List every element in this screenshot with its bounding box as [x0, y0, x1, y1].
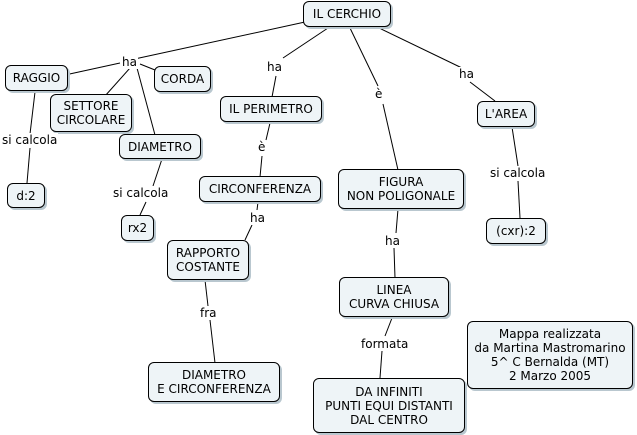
link-si-calcola-raggio: si calcola [1, 133, 59, 147]
link-si-calcola-area: si calcola [489, 166, 547, 180]
credits-box: Mappa realizzata da Martina Mastromarino… [467, 321, 633, 389]
concept-diametro-e-circonferenza[interactable]: DIAMETRO E CIRCONFERENZA [148, 362, 280, 402]
concept-diametro[interactable]: DIAMETRO [119, 134, 201, 159]
concept-figura-non-poligonale[interactable]: FIGURA NON POLIGONALE [338, 169, 464, 209]
link-ha-area: ha [458, 67, 475, 81]
link-ha-perimetro: ha [266, 60, 283, 74]
concept-rapporto-costante[interactable]: RAPPORTO COSTANTE [167, 240, 249, 280]
concept-raggio[interactable]: RAGGIO [5, 65, 68, 91]
link-si-calcola-diametro: si calcola [112, 186, 170, 200]
concept-corda[interactable]: CORDA [154, 66, 211, 92]
concept-circonferenza[interactable]: CIRCONFERENZA [199, 176, 321, 202]
concept-linea-curva-chiusa[interactable]: LINEA CURVA CHIUSA [339, 277, 449, 317]
concept-da-infiniti[interactable]: DA INFINITI PUNTI EQUI DISTANTI DAL CENT… [313, 378, 465, 433]
concept-il-cerchio[interactable]: IL CERCHIO [303, 1, 391, 27]
link-e-perimetro: è [257, 140, 267, 154]
concept-cxr2[interactable]: (cxr):2 [486, 218, 546, 244]
link-ha-circonferenza: ha [249, 211, 266, 225]
concept-rx2[interactable]: rx2 [121, 215, 154, 241]
link-ha-main: ha [121, 55, 138, 69]
link-formata: formata [360, 337, 410, 351]
concept-il-perimetro[interactable]: IL PERIMETRO [220, 96, 322, 122]
concept-settore-circolare[interactable]: SETTORE CIRCOLARE [50, 94, 132, 132]
concept-d2[interactable]: d:2 [7, 183, 45, 208]
concept-l-area[interactable]: L'AREA [477, 101, 535, 127]
link-ha-figura: ha [384, 234, 401, 248]
link-e-figura: è [374, 87, 384, 101]
link-fra: fra [199, 306, 218, 320]
